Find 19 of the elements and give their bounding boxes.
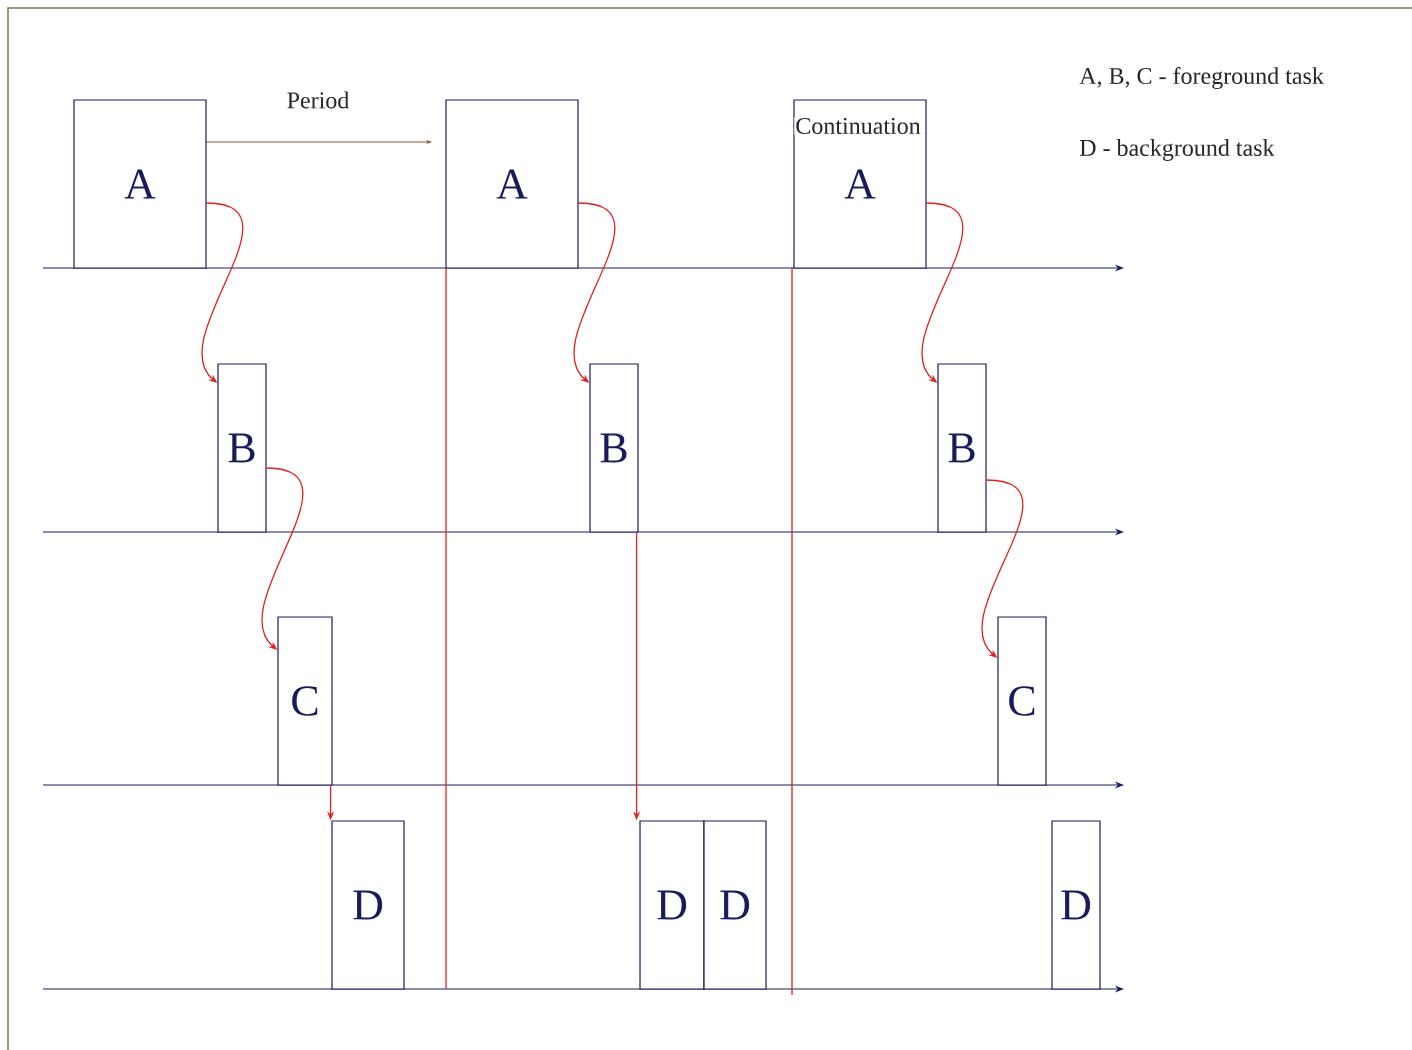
task-box: D bbox=[331, 820, 405, 990]
task-box: C bbox=[997, 616, 1047, 786]
task-box: D bbox=[639, 820, 705, 990]
annotation-text: Period bbox=[285, 90, 351, 110]
task-box: B bbox=[217, 363, 267, 533]
arrow bbox=[921, 202, 964, 383]
arrow bbox=[981, 479, 1024, 658]
annotation-text: A, B, C - foreground task bbox=[1078, 65, 1325, 91]
arrow bbox=[261, 467, 304, 650]
task-box: A bbox=[445, 99, 579, 269]
task-box: D bbox=[703, 820, 767, 990]
task-box: A bbox=[73, 99, 207, 269]
task-box: D bbox=[1051, 820, 1101, 990]
task-box: B bbox=[589, 363, 639, 533]
arrow bbox=[573, 202, 616, 383]
arrow bbox=[201, 202, 244, 383]
task-box: C bbox=[277, 616, 333, 786]
task-box: B bbox=[937, 363, 987, 533]
annotation-text: D - background task bbox=[1078, 138, 1276, 162]
